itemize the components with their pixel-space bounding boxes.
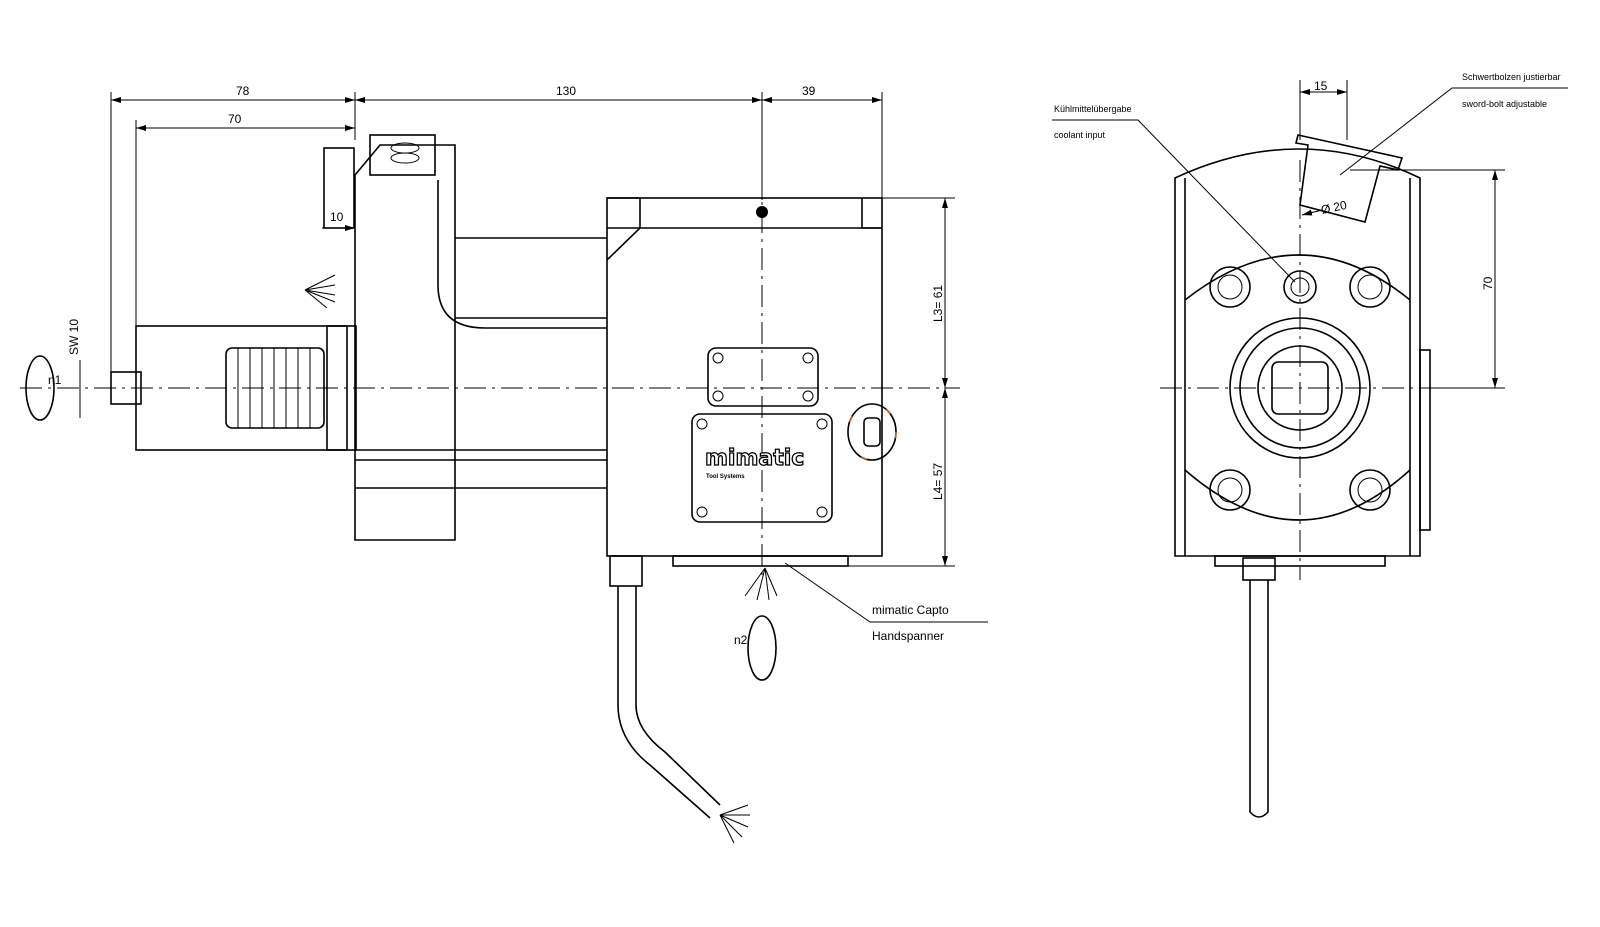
side-view: 78 70 130 39 10 SW 10 n1 mi xyxy=(20,84,988,844)
capto-hand-clamp[interactable] xyxy=(847,403,897,461)
callout-handspanner: Handspanner xyxy=(872,629,944,643)
callout-capto: mimatic Capto xyxy=(872,603,949,617)
rotation-n2-label: n2 xyxy=(734,633,748,647)
dim-l3: L3= 61 xyxy=(931,285,945,322)
rotation-n2-icon xyxy=(747,615,777,681)
plate-small xyxy=(707,347,819,407)
dim-sw10: SW 10 xyxy=(67,319,81,355)
mimatic-logo-subtext: Tool Systems xyxy=(706,474,745,480)
coolant-port xyxy=(1283,270,1317,304)
mounting-bolts xyxy=(1209,266,1391,511)
coolant-label-de: Kühlmittelübergabe xyxy=(1054,104,1132,114)
dim-l4: L4= 57 xyxy=(931,463,945,500)
dim-130: 130 xyxy=(556,84,576,98)
coolant-spray-icon xyxy=(304,274,336,309)
mimatic-logo: mimatic xyxy=(705,446,804,471)
dim-39: 39 xyxy=(802,84,816,98)
mimatic-nameplate: mimatic Tool Systems xyxy=(691,413,833,523)
dim-78: 78 xyxy=(236,84,250,98)
dim-diameter-20: Ø 20 xyxy=(1320,198,1349,217)
coolant-label-en: coolant input xyxy=(1054,130,1106,140)
sword-bolt xyxy=(1295,134,1404,223)
dim-70: 70 xyxy=(1481,276,1495,290)
rotation-n1-label: n1 xyxy=(48,373,62,387)
rotation-n1-icon xyxy=(25,355,55,421)
dim-70: 70 xyxy=(228,112,242,126)
swordbolt-label-en: sword-bolt adjustable xyxy=(1462,99,1547,109)
thread-section xyxy=(225,347,325,429)
dim-10: 10 xyxy=(330,210,344,224)
coolant-spray-icon xyxy=(719,567,778,844)
front-view: 15 Ø 20 70 Kühlmittelübergabe coolant in… xyxy=(1052,72,1568,818)
dim-15: 15 xyxy=(1314,79,1328,93)
swordbolt-label-de: Schwertbolzen justierbar xyxy=(1462,72,1561,82)
